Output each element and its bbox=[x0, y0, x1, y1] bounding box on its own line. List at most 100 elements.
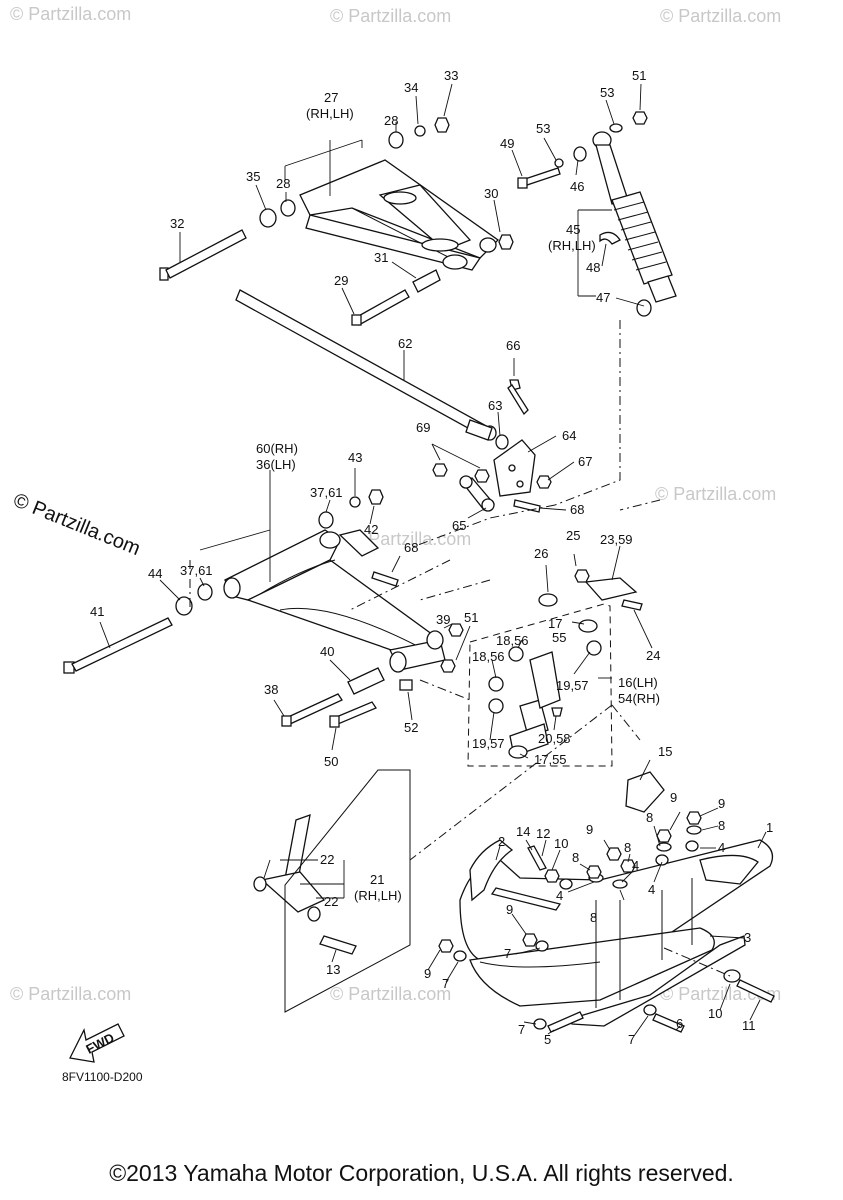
watermark: © Partzilla.com bbox=[10, 4, 131, 24]
long-shaft bbox=[235, 289, 497, 441]
callout: 19,57 bbox=[556, 678, 589, 693]
lower-a-arm bbox=[223, 529, 446, 673]
drawing-code: 8FV1100-D200 bbox=[62, 1070, 143, 1084]
callout: 7 bbox=[442, 976, 449, 991]
callout: 22 bbox=[324, 894, 338, 909]
callout: 51 bbox=[464, 610, 478, 625]
callout: 37,61 bbox=[180, 563, 213, 578]
callout: 39 bbox=[436, 612, 450, 627]
upper-arm-hardware bbox=[159, 117, 514, 326]
callout: 28 bbox=[276, 176, 290, 191]
callout: 17 bbox=[548, 616, 562, 631]
copyright-notice: ©2013 Yamaha Motor Corporation, U.S.A. A… bbox=[109, 1160, 734, 1186]
callout: 41 bbox=[90, 604, 104, 619]
callout: 67 bbox=[578, 454, 592, 469]
callout: 45 bbox=[566, 222, 580, 237]
callout: 7 bbox=[504, 946, 511, 961]
ski-hardware bbox=[438, 811, 775, 1033]
callout: 69 bbox=[416, 420, 430, 435]
callout: 17,55 bbox=[534, 752, 567, 767]
callout: 3 bbox=[744, 930, 751, 945]
callout: 9 bbox=[670, 790, 677, 805]
watermark-bold: © Partzilla.com bbox=[10, 489, 143, 560]
callout: 9 bbox=[586, 822, 593, 837]
upper-a-arm bbox=[299, 159, 500, 271]
callout: 11 bbox=[742, 1018, 756, 1033]
callout: 8 bbox=[718, 818, 725, 833]
callout: 19,57 bbox=[472, 736, 505, 751]
callout-labels: 1 2 3 4 4 4 4 5 6 7 7 7 7 8 8 8 8 8 9 9 … bbox=[90, 68, 773, 1047]
watermark: © Partzilla.com bbox=[655, 484, 776, 504]
callout: 49 bbox=[500, 136, 514, 151]
callout: 8 bbox=[572, 850, 579, 865]
callout: 26 bbox=[534, 546, 548, 561]
callout: 15 bbox=[658, 744, 672, 759]
callout: 46 bbox=[570, 179, 584, 194]
callout: 13 bbox=[326, 962, 340, 977]
callout: 23,59 bbox=[600, 532, 633, 547]
callout: 14 bbox=[516, 824, 530, 839]
callout: 22 bbox=[320, 852, 334, 867]
callout: 7 bbox=[518, 1022, 525, 1037]
callout: 50 bbox=[324, 754, 338, 769]
callout: 51 bbox=[632, 68, 646, 83]
callout: 30 bbox=[484, 186, 498, 201]
callout: 7 bbox=[628, 1032, 635, 1047]
callout: 8 bbox=[646, 810, 653, 825]
callout: 4 bbox=[648, 882, 655, 897]
callout: 63 bbox=[488, 398, 502, 413]
callout: 27 bbox=[324, 90, 338, 105]
callout: 4 bbox=[718, 840, 725, 855]
callout: 53 bbox=[600, 85, 614, 100]
callout: 36(LH) bbox=[256, 457, 296, 472]
callout: 66 bbox=[506, 338, 520, 353]
callout: 5 bbox=[544, 1032, 551, 1047]
callout: 34 bbox=[404, 80, 418, 95]
callout: 60(RH) bbox=[256, 441, 298, 456]
callout: 33 bbox=[444, 68, 458, 83]
callout: 43 bbox=[348, 450, 362, 465]
callout: 32 bbox=[170, 216, 184, 231]
callout: 10 bbox=[554, 836, 568, 851]
callout: 64 bbox=[562, 428, 576, 443]
shock-absorber bbox=[517, 111, 677, 317]
ski bbox=[459, 771, 774, 1027]
callout: 65 bbox=[452, 518, 466, 533]
callout: (RH,LH) bbox=[306, 106, 354, 121]
watermark: © Partzilla.com bbox=[330, 6, 451, 26]
callout: 24 bbox=[646, 648, 660, 663]
callout: 35 bbox=[246, 169, 260, 184]
callout: 55 bbox=[552, 630, 566, 645]
spindle-assembly bbox=[467, 569, 643, 767]
callout: 16(LH) bbox=[618, 675, 658, 690]
callout: 18,56 bbox=[496, 633, 529, 648]
watermark: © Partzilla.com bbox=[330, 984, 451, 1004]
callout: 25 bbox=[566, 528, 580, 543]
callout: 4 bbox=[556, 888, 563, 903]
callout: 47 bbox=[596, 290, 610, 305]
watermark: © Partzilla.com bbox=[350, 529, 471, 549]
callout: 18,56 bbox=[472, 649, 505, 664]
callout: 68 bbox=[404, 540, 418, 555]
link-65 bbox=[432, 463, 495, 512]
watermark: © Partzilla.com bbox=[660, 6, 781, 26]
watermark: © Partzilla.com bbox=[10, 984, 131, 1004]
callout: 8 bbox=[624, 840, 631, 855]
callout: 1 bbox=[766, 820, 773, 835]
callout: 54(RH) bbox=[618, 691, 660, 706]
callout: 12 bbox=[536, 826, 550, 841]
callout: 28 bbox=[384, 113, 398, 128]
callout: 21 bbox=[370, 872, 384, 887]
callout: 44 bbox=[148, 566, 162, 581]
callout: 52 bbox=[404, 720, 418, 735]
callout: 31 bbox=[374, 250, 388, 265]
callout: 62 bbox=[398, 336, 412, 351]
callout: 9 bbox=[506, 902, 513, 917]
callout: 29 bbox=[334, 273, 348, 288]
callout: (RH,LH) bbox=[548, 238, 596, 253]
bracket-64 bbox=[493, 379, 552, 513]
callout: 20,58 bbox=[538, 731, 571, 746]
fwd-arrow-icon: FWD bbox=[69, 1023, 125, 1063]
lower-arm-hardware bbox=[63, 489, 464, 728]
